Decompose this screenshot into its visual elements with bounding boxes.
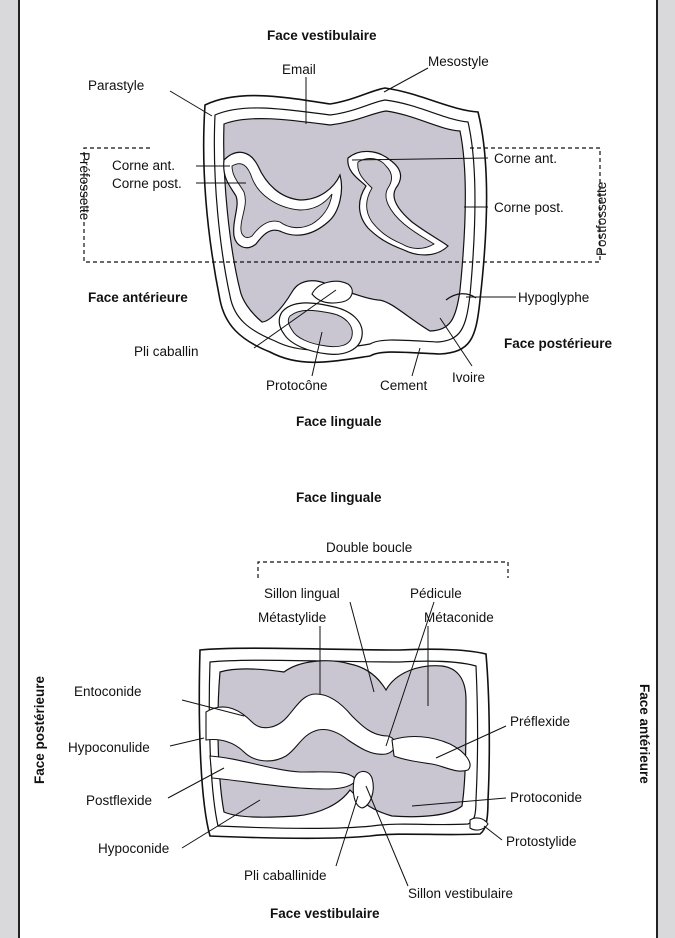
label-corne-ant-left: Corne ant. <box>112 158 175 173</box>
label-hypoconide: Hypoconide <box>98 841 169 856</box>
leader-mesostyle <box>384 68 428 92</box>
label-cement: Cement <box>380 378 428 393</box>
label-postflexide: Postflexide <box>86 793 152 808</box>
label-protocone: Protocône <box>266 378 328 393</box>
label-pli-caballin: Pli caballin <box>134 344 199 359</box>
label-corne-post-left: Corne post. <box>112 176 182 191</box>
leader-parastyle <box>170 91 212 116</box>
label-preflexide: Préflexide <box>510 714 570 729</box>
label-postfossette: Postfossette <box>594 182 609 256</box>
upper-face-top: Face vestibulaire <box>267 28 377 43</box>
lower-face-right: Face antérieure <box>637 684 652 784</box>
label-metaconide: Métaconide <box>424 610 494 625</box>
label-hypoglyphe: Hypoglyphe <box>518 290 589 305</box>
label-pedicule: Pédicule <box>410 586 462 601</box>
label-double-boucle: Double boucle <box>326 540 412 555</box>
upper-face-right: Face postérieure <box>504 336 613 351</box>
label-pli-caballinide: Pli caballinide <box>244 868 327 883</box>
label-protostylide: Protostylide <box>506 834 577 849</box>
label-email: Email <box>282 62 316 77</box>
double-boucle-bracket <box>258 562 508 578</box>
leader-hypoconulide <box>170 738 204 746</box>
label-metastylide: Métastylide <box>258 610 326 625</box>
upper-face-bottom: Face linguale <box>296 414 382 429</box>
leader-protostylide <box>484 826 502 840</box>
label-sillon-vestibulaire: Sillon vestibulaire <box>408 886 513 901</box>
lower-face-bottom: Face vestibulaire <box>270 906 380 921</box>
upper-face-left: Face antérieure <box>88 290 188 305</box>
label-protoconide: Protoconide <box>510 790 582 805</box>
lower-face-top: Face linguale <box>296 490 382 505</box>
label-entoconide: Entoconide <box>74 684 142 699</box>
label-corne-ant-right: Corne ant. <box>494 151 557 166</box>
label-prefossette: Préfossette <box>77 152 92 220</box>
label-sillon-lingual: Sillon lingual <box>264 586 340 601</box>
lower-tooth <box>199 648 489 838</box>
lower-face-left: Face postérieure <box>32 675 47 784</box>
label-parastyle: Parastyle <box>88 78 144 93</box>
label-ivoire: Ivoire <box>452 370 485 385</box>
label-mesostyle: Mesostyle <box>428 54 489 69</box>
upper-tooth <box>204 88 487 362</box>
label-corne-post-right: Corne post. <box>494 200 564 215</box>
label-hypoconulide: Hypoconulide <box>68 740 150 755</box>
